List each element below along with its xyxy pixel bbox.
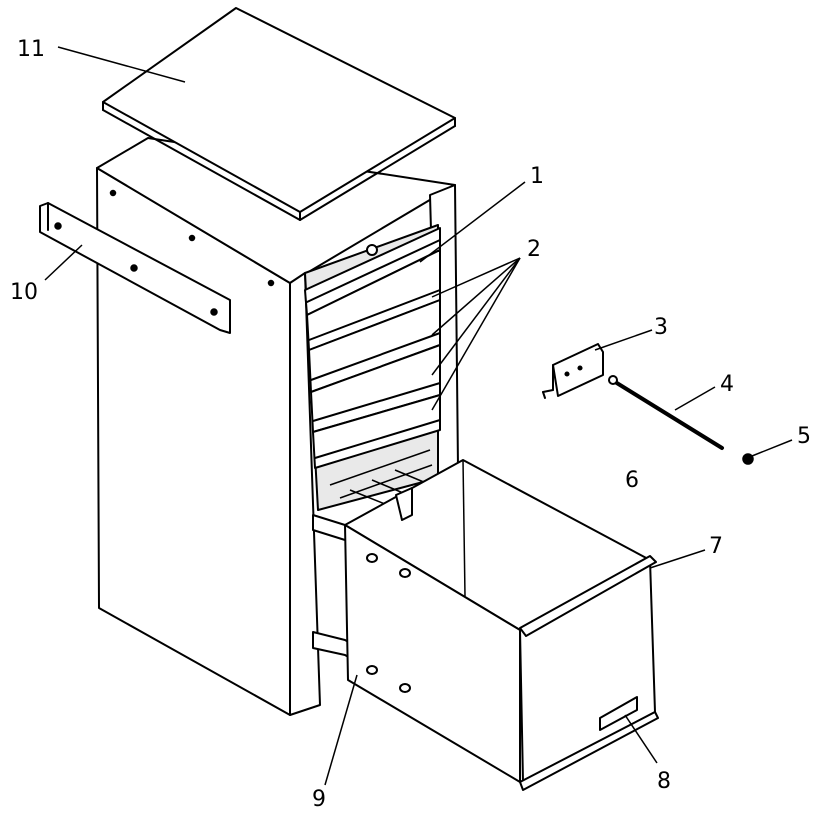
leader-4 [674,386,716,411]
callout-7: 7 [709,534,723,559]
callout-11: 11 [17,37,45,62]
cabinet-drawer-bays [304,224,441,511]
nut [742,453,754,465]
mounting-bracket [39,202,231,334]
callout-2: 2 [527,237,541,262]
leader-8 [624,714,658,764]
rod [608,375,724,450]
leader-9 [324,674,358,786]
callout-3: 3 [654,315,668,340]
leader-lines [44,46,793,786]
leader-7 [649,549,706,569]
callout-10: 10 [10,280,38,305]
leader-2c [431,257,521,376]
leader-10 [44,244,83,281]
leader-2b [431,257,521,336]
callout-4: 4 [720,372,734,397]
leader-2d [431,257,521,411]
callout-5: 5 [797,424,811,449]
callout-labels: 11 10 1 2 3 4 5 6 7 8 9 [10,37,811,812]
callout-6: 6 [625,468,639,493]
leader-3 [594,329,653,351]
leader-1 [419,181,526,263]
drawer [344,459,659,791]
callout-9: 9 [312,787,326,812]
clip [542,343,604,399]
leader-2a [431,257,521,298]
leader-5 [751,439,793,457]
top-panel [102,7,456,221]
callout-1: 1 [530,164,544,189]
cabinet-body [96,137,459,716]
drawer-rim [519,555,657,637]
leader-11 [57,46,186,83]
label-holder [599,696,638,731]
callout-8: 8 [657,769,671,794]
